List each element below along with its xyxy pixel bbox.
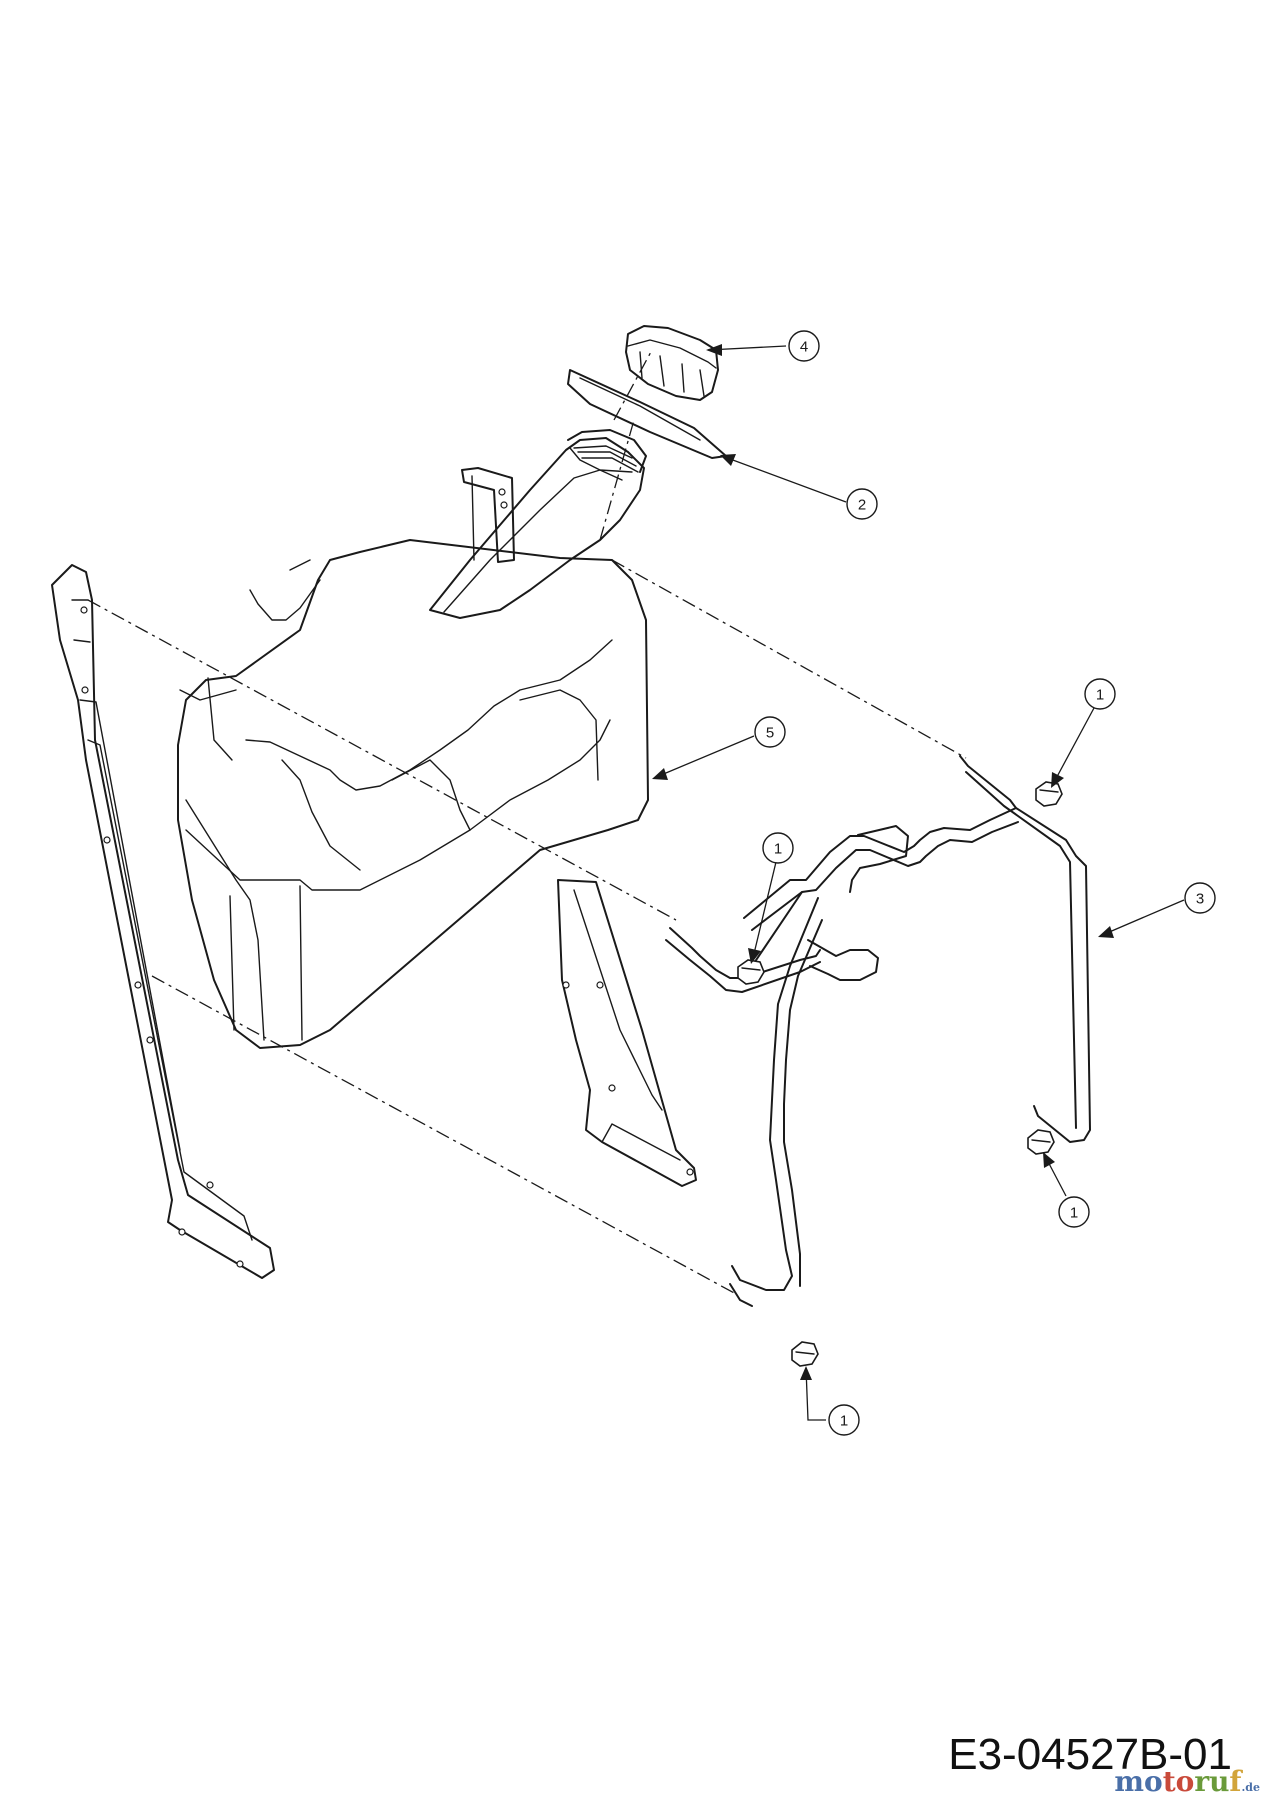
filler-neck (429, 429, 647, 619)
filler-cap (625, 325, 719, 401)
callout-label: 1 (1070, 1205, 1078, 1222)
callout: 1 (748, 832, 794, 964)
watermark-part: mo (1114, 1765, 1163, 1798)
mounting-plate-left (51, 564, 275, 1279)
watermark-suffix: .de (1241, 1781, 1260, 1794)
drawing-number: E3-04527B-01 (948, 1730, 1232, 1779)
assembly-lines (87, 349, 967, 1295)
fuel-tank (177, 539, 649, 1049)
callout-label: 5 (766, 725, 774, 742)
bolt (791, 1341, 819, 1367)
callout: 3 (1098, 882, 1216, 938)
watermark-part: ru (1194, 1765, 1230, 1798)
callout-label: 2 (858, 497, 866, 514)
callout: 1 (800, 1366, 860, 1436)
callout-label: 1 (774, 841, 782, 858)
callout-label: 3 (1196, 891, 1204, 908)
callout: 1 (1043, 1152, 1090, 1228)
callout-label: 1 (840, 1413, 848, 1430)
callout-label: 4 (800, 339, 808, 356)
callout: 5 (652, 716, 786, 780)
callout: 1 (1051, 678, 1116, 788)
mounting-plate-rear-upper (461, 467, 515, 563)
tank-bracket (665, 755, 1091, 1307)
bolt (737, 959, 765, 985)
cap-gasket (567, 369, 727, 459)
watermark-logo: motoruf.de (1114, 1765, 1260, 1798)
mounting-plate-rear-lower (557, 879, 697, 1187)
callout: 2 (720, 454, 878, 520)
callout-label: 1 (1096, 687, 1104, 704)
watermark-part: to (1162, 1765, 1195, 1798)
callout: 4 (706, 330, 820, 362)
watermark-part: f (1229, 1765, 1242, 1798)
bolt (1035, 781, 1063, 807)
bolt (1027, 1129, 1055, 1155)
